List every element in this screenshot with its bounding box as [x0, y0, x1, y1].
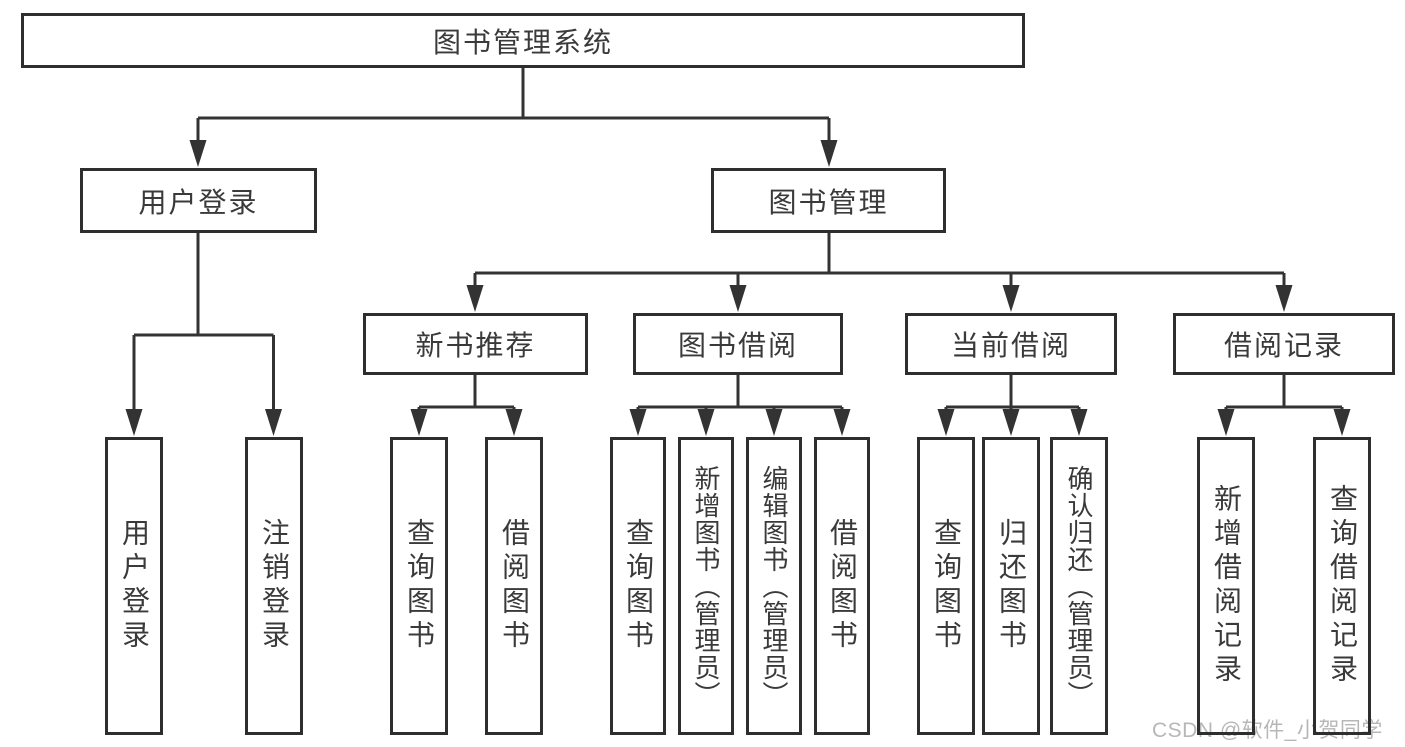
connector-book-borrow-to-leaves	[629, 375, 851, 436]
connector-borrow-records-to-leaves	[1217, 375, 1351, 436]
node-borrow-records: 借阅记录	[1173, 313, 1395, 375]
leaf-add-borrow-record: 新增借阅记录	[1197, 437, 1255, 735]
leaf-label: 新增借阅记录	[1211, 484, 1242, 688]
connector-root-to-branches	[189, 68, 838, 167]
leaf-query-borrow-record: 查询借阅记录	[1313, 437, 1371, 735]
connector-new-book-to-leaves	[410, 375, 523, 436]
leaf-logout: 注销登录	[245, 437, 303, 735]
leaf-label: 查询图书	[404, 518, 435, 654]
csdn-watermark: CSDN @软件_小贺同学	[1152, 719, 1383, 742]
node-book-management-branch: 图书管理	[711, 168, 946, 233]
leaf-query-books-recommend: 查询图书	[390, 437, 448, 735]
connector-user-login-to-leaves	[125, 233, 282, 436]
node-root-library-management-system: 图书管理系统	[21, 13, 1025, 68]
leaf-label: 确认归还（管理员）	[1064, 464, 1094, 708]
leaf-confirm-return-admin: 确认归还（管理员）	[1050, 437, 1108, 735]
leaf-add-books-admin: 新增图书（管理员）	[678, 437, 734, 735]
leaf-label: 归还图书	[996, 518, 1027, 654]
leaf-label: 借阅图书	[827, 518, 858, 654]
leaf-label: 借阅图书	[499, 518, 530, 654]
leaf-query-books-borrow: 查询图书	[610, 437, 666, 735]
connector-current-borrow-to-leaves	[937, 375, 1088, 436]
connector-book-management-to-sections	[466, 233, 1293, 312]
leaf-borrow-books: 借阅图书	[814, 437, 870, 735]
leaf-label: 用户登录	[119, 518, 150, 654]
leaf-edit-books-admin: 编辑图书（管理员）	[746, 437, 802, 735]
leaf-label: 查询图书	[931, 518, 962, 654]
leaf-user-login: 用户登录	[105, 437, 163, 735]
leaf-label: 查询图书	[623, 518, 654, 654]
node-user-login-branch: 用户登录	[80, 168, 317, 233]
node-new-book-recommend: 新书推荐	[363, 313, 588, 375]
leaf-label: 编辑图书（管理员）	[759, 464, 789, 708]
leaf-borrow-books-recommend: 借阅图书	[485, 437, 543, 735]
leaf-label: 查询借阅记录	[1327, 484, 1358, 688]
leaf-query-books-current: 查询图书	[917, 437, 975, 735]
leaf-label: 注销登录	[259, 518, 290, 654]
leaf-return-books: 归还图书	[982, 437, 1040, 735]
node-book-borrow: 图书借阅	[633, 313, 843, 375]
node-current-borrow: 当前借阅	[905, 313, 1117, 375]
leaf-label: 新增图书（管理员）	[691, 464, 721, 708]
